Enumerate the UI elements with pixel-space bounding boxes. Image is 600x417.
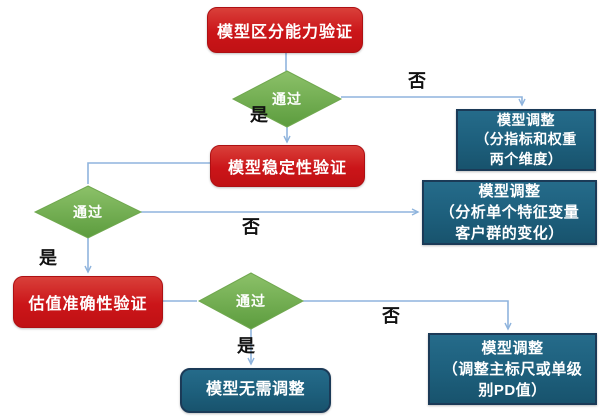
text-line: 别PD值） bbox=[478, 381, 547, 399]
node-no-adjustment-needed: 模型无需调整 bbox=[180, 368, 331, 413]
edge-decision1-no bbox=[341, 96, 526, 107]
edge-label-yes-3: 是 bbox=[237, 336, 255, 356]
node-model-adjustment-3-text: 模型调整 （调整主标尺或单级 别PD值） bbox=[443, 338, 583, 401]
decision3-label: 通过 bbox=[236, 293, 266, 309]
decision1-diamond bbox=[231, 70, 343, 128]
node-model-stability-validation: 模型稳定性验证 bbox=[210, 145, 365, 187]
edge-label-no-3: 否 bbox=[382, 306, 400, 326]
edge-label-no-2: 否 bbox=[242, 217, 260, 237]
edge-decision3-no bbox=[303, 300, 512, 331]
node-valuation-accuracy-validation: 估值准确性验证 bbox=[13, 276, 163, 328]
edge-label-yes-2: 是 bbox=[39, 248, 57, 268]
edge-label-yes-1: 是 bbox=[250, 105, 268, 125]
node-model-discrimination-validation: 模型区分能力验证 bbox=[207, 7, 363, 53]
text-line: 模型调整 bbox=[497, 111, 555, 128]
decision1-label: 通过 bbox=[272, 91, 302, 107]
text-line: （分析单个特征变量 bbox=[439, 204, 580, 221]
node-model-adjustment-1: 模型调整 （分指标和权重 两个维度） bbox=[456, 109, 596, 171]
text-line: （分指标和权重 bbox=[475, 131, 577, 148]
text-line: 模型调整 bbox=[481, 339, 544, 357]
decision2-diamond bbox=[33, 185, 143, 239]
text-line: 模型调整 bbox=[478, 183, 541, 200]
text-line: 客户群的变化） bbox=[455, 225, 564, 242]
edge-label-no-1: 否 bbox=[408, 71, 426, 91]
text-line: 两个维度） bbox=[489, 150, 563, 167]
text-line: （调整主标尺或单级 bbox=[442, 360, 583, 378]
decision2-label: 通过 bbox=[73, 204, 103, 220]
edge-step2-to-decision2 bbox=[87, 162, 210, 184]
node-model-adjustment-3: 模型调整 （调整主标尺或单级 别PD值） bbox=[428, 333, 597, 405]
decision3-diamond bbox=[197, 272, 305, 330]
node-model-adjustment-1-text: 模型调整 （分指标和权重 两个维度） bbox=[475, 111, 577, 170]
node-model-adjustment-2: 模型调整 （分析单个特征变量 客户群的变化） bbox=[422, 180, 597, 245]
node-model-adjustment-2-text: 模型调整 （分析单个特征变量 客户群的变化） bbox=[440, 181, 580, 244]
